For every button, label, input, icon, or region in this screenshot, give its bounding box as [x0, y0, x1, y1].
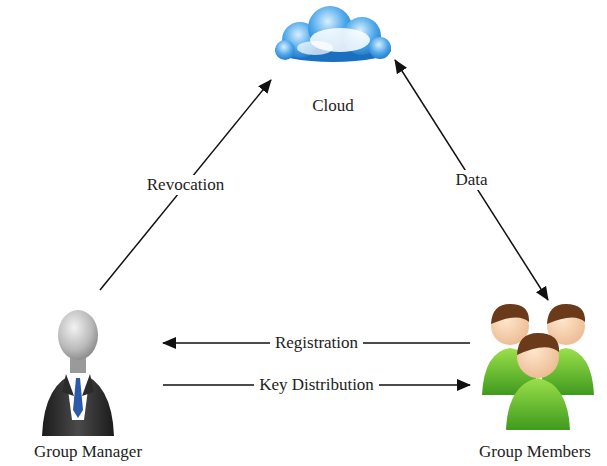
edge-label: Key Distribution	[254, 375, 379, 395]
members-node: Group Members	[470, 300, 600, 462]
edge-label: Revocation	[142, 175, 229, 195]
edge-label: Data	[450, 170, 492, 190]
arrow-connector	[100, 80, 271, 290]
cloud-node: Cloud	[271, 4, 395, 116]
node-label: Group Members	[479, 442, 591, 462]
members-icon	[482, 304, 594, 430]
edge-label: Registration	[270, 333, 363, 353]
cloud-icon	[275, 6, 391, 62]
arrow-connector	[395, 60, 548, 300]
manager-node: Group Manager	[13, 290, 163, 462]
manager-icon	[42, 310, 114, 436]
node-label: Group Manager	[34, 442, 142, 462]
node-label: Cloud	[312, 96, 354, 116]
